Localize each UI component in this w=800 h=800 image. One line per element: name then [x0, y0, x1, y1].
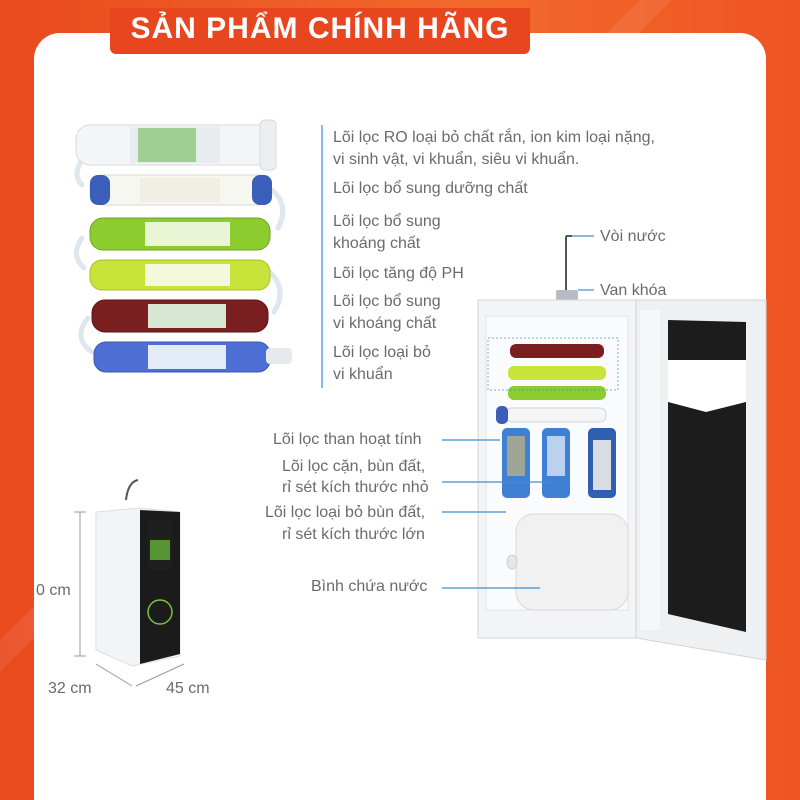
small-product-photo: [95, 479, 181, 667]
height-dimension-label: 0 cm: [36, 582, 71, 599]
filter-label-ro-line1: Lõi lọc RO loại bỏ chất rắn, ion kim loạ…: [333, 129, 655, 146]
tank-label: Bình chứa nước: [311, 578, 428, 595]
carbon-filter-label: Lõi lọc than hoạt tính: [273, 431, 422, 448]
cartridge-grp: [89, 174, 272, 206]
ro-membrane: [75, 119, 277, 171]
inline-filters: [496, 344, 607, 424]
filter-label-ph: Lõi lọc tăng độ PH: [333, 265, 464, 282]
cartridge-nano-silver: [93, 341, 292, 373]
width-dimension-line: [135, 663, 185, 687]
cartridge-magnesium: [89, 217, 271, 251]
faucet-label: Vòi nước: [600, 228, 666, 245]
depth-dimension-label: 32 cm: [48, 680, 92, 697]
filter-label-mineral-line1: Lõi lọc bổ sung: [333, 213, 441, 230]
banner-tab: [110, 8, 530, 54]
filter-label-ro-line2: vi sinh vật, vi khuẩn, siêu vi khuẩn.: [333, 151, 580, 168]
cartridge-ceramic: [91, 299, 269, 333]
sediment-small-label-line2: rỉ sét kích thước nhỏ: [282, 479, 429, 496]
filter-label-bacteria-line2: vi khuẩn: [333, 366, 393, 383]
water-tank: [506, 513, 629, 611]
filter-label-mineral-line2: khoáng chất: [333, 235, 421, 252]
sediment-small-label-line1: Lõi lọc cặn, bùn đất,: [282, 458, 426, 475]
sediment-large-label-line1: Lõi lọc loại bỏ bùn đất,: [265, 504, 426, 521]
vertical-housings: [502, 428, 616, 498]
valve-label: Van khóa: [600, 282, 667, 299]
faucet: [556, 235, 578, 300]
cartridge-alkaline: [89, 259, 271, 291]
depth-dimension-line: [95, 663, 133, 687]
filter-label-nutrient: Lõi lọc bổ sung dưỡng chất: [333, 180, 528, 197]
filter-label-bacteria-line1: Lõi lọc loại bỏ: [333, 344, 431, 361]
filter-label-trace-mineral-line1: Lõi lọc bổ sung: [333, 293, 441, 310]
banner-title: SẢN PHẨM CHÍNH HÃNG: [130, 12, 510, 45]
width-dimension-label: 45 cm: [166, 680, 210, 697]
connector-tubes: [74, 157, 286, 355]
filter-label-trace-mineral-line2: vi khoáng chất: [333, 315, 437, 332]
sediment-large-label-line2: rỉ sét kích thước lớn: [282, 526, 425, 543]
